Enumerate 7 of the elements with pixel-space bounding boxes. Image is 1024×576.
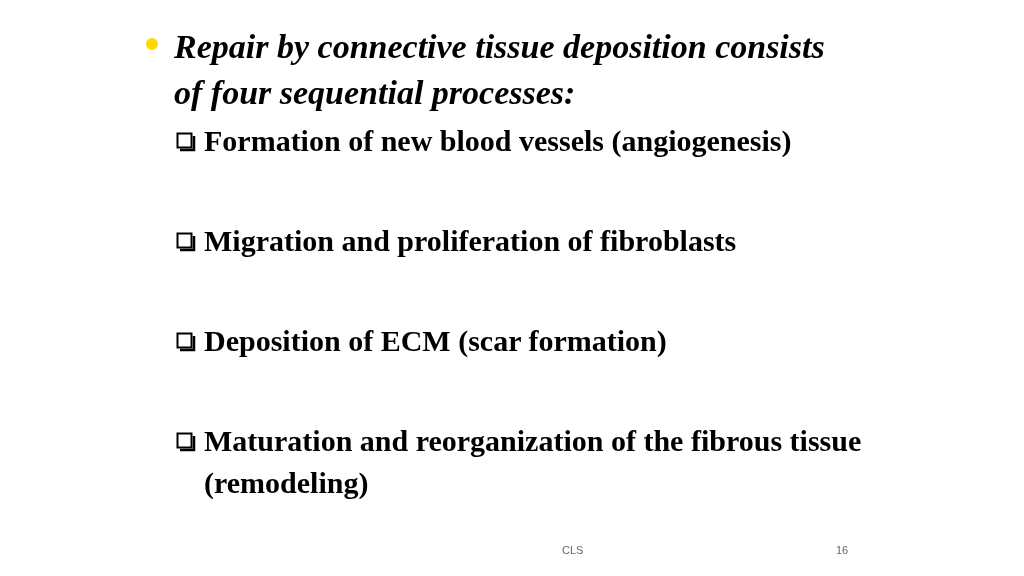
footer-text: CLS — [562, 544, 584, 556]
list-item-text: Migration and proliferation of fibroblasts — [204, 223, 738, 259]
lead-text: Repair by connective tissue deposition consists of four sequential processes: — [174, 27, 826, 113]
list-item-text: Formation of new blood vessels (angiogenesis) — [204, 123, 793, 159]
list-item-text: Deposition of ECM (scar formation) — [204, 323, 668, 359]
list-item-text: Maturation and reorganization of the fibrous tissue (remodeling) — [204, 423, 863, 501]
page-number: 16 — [836, 544, 849, 556]
